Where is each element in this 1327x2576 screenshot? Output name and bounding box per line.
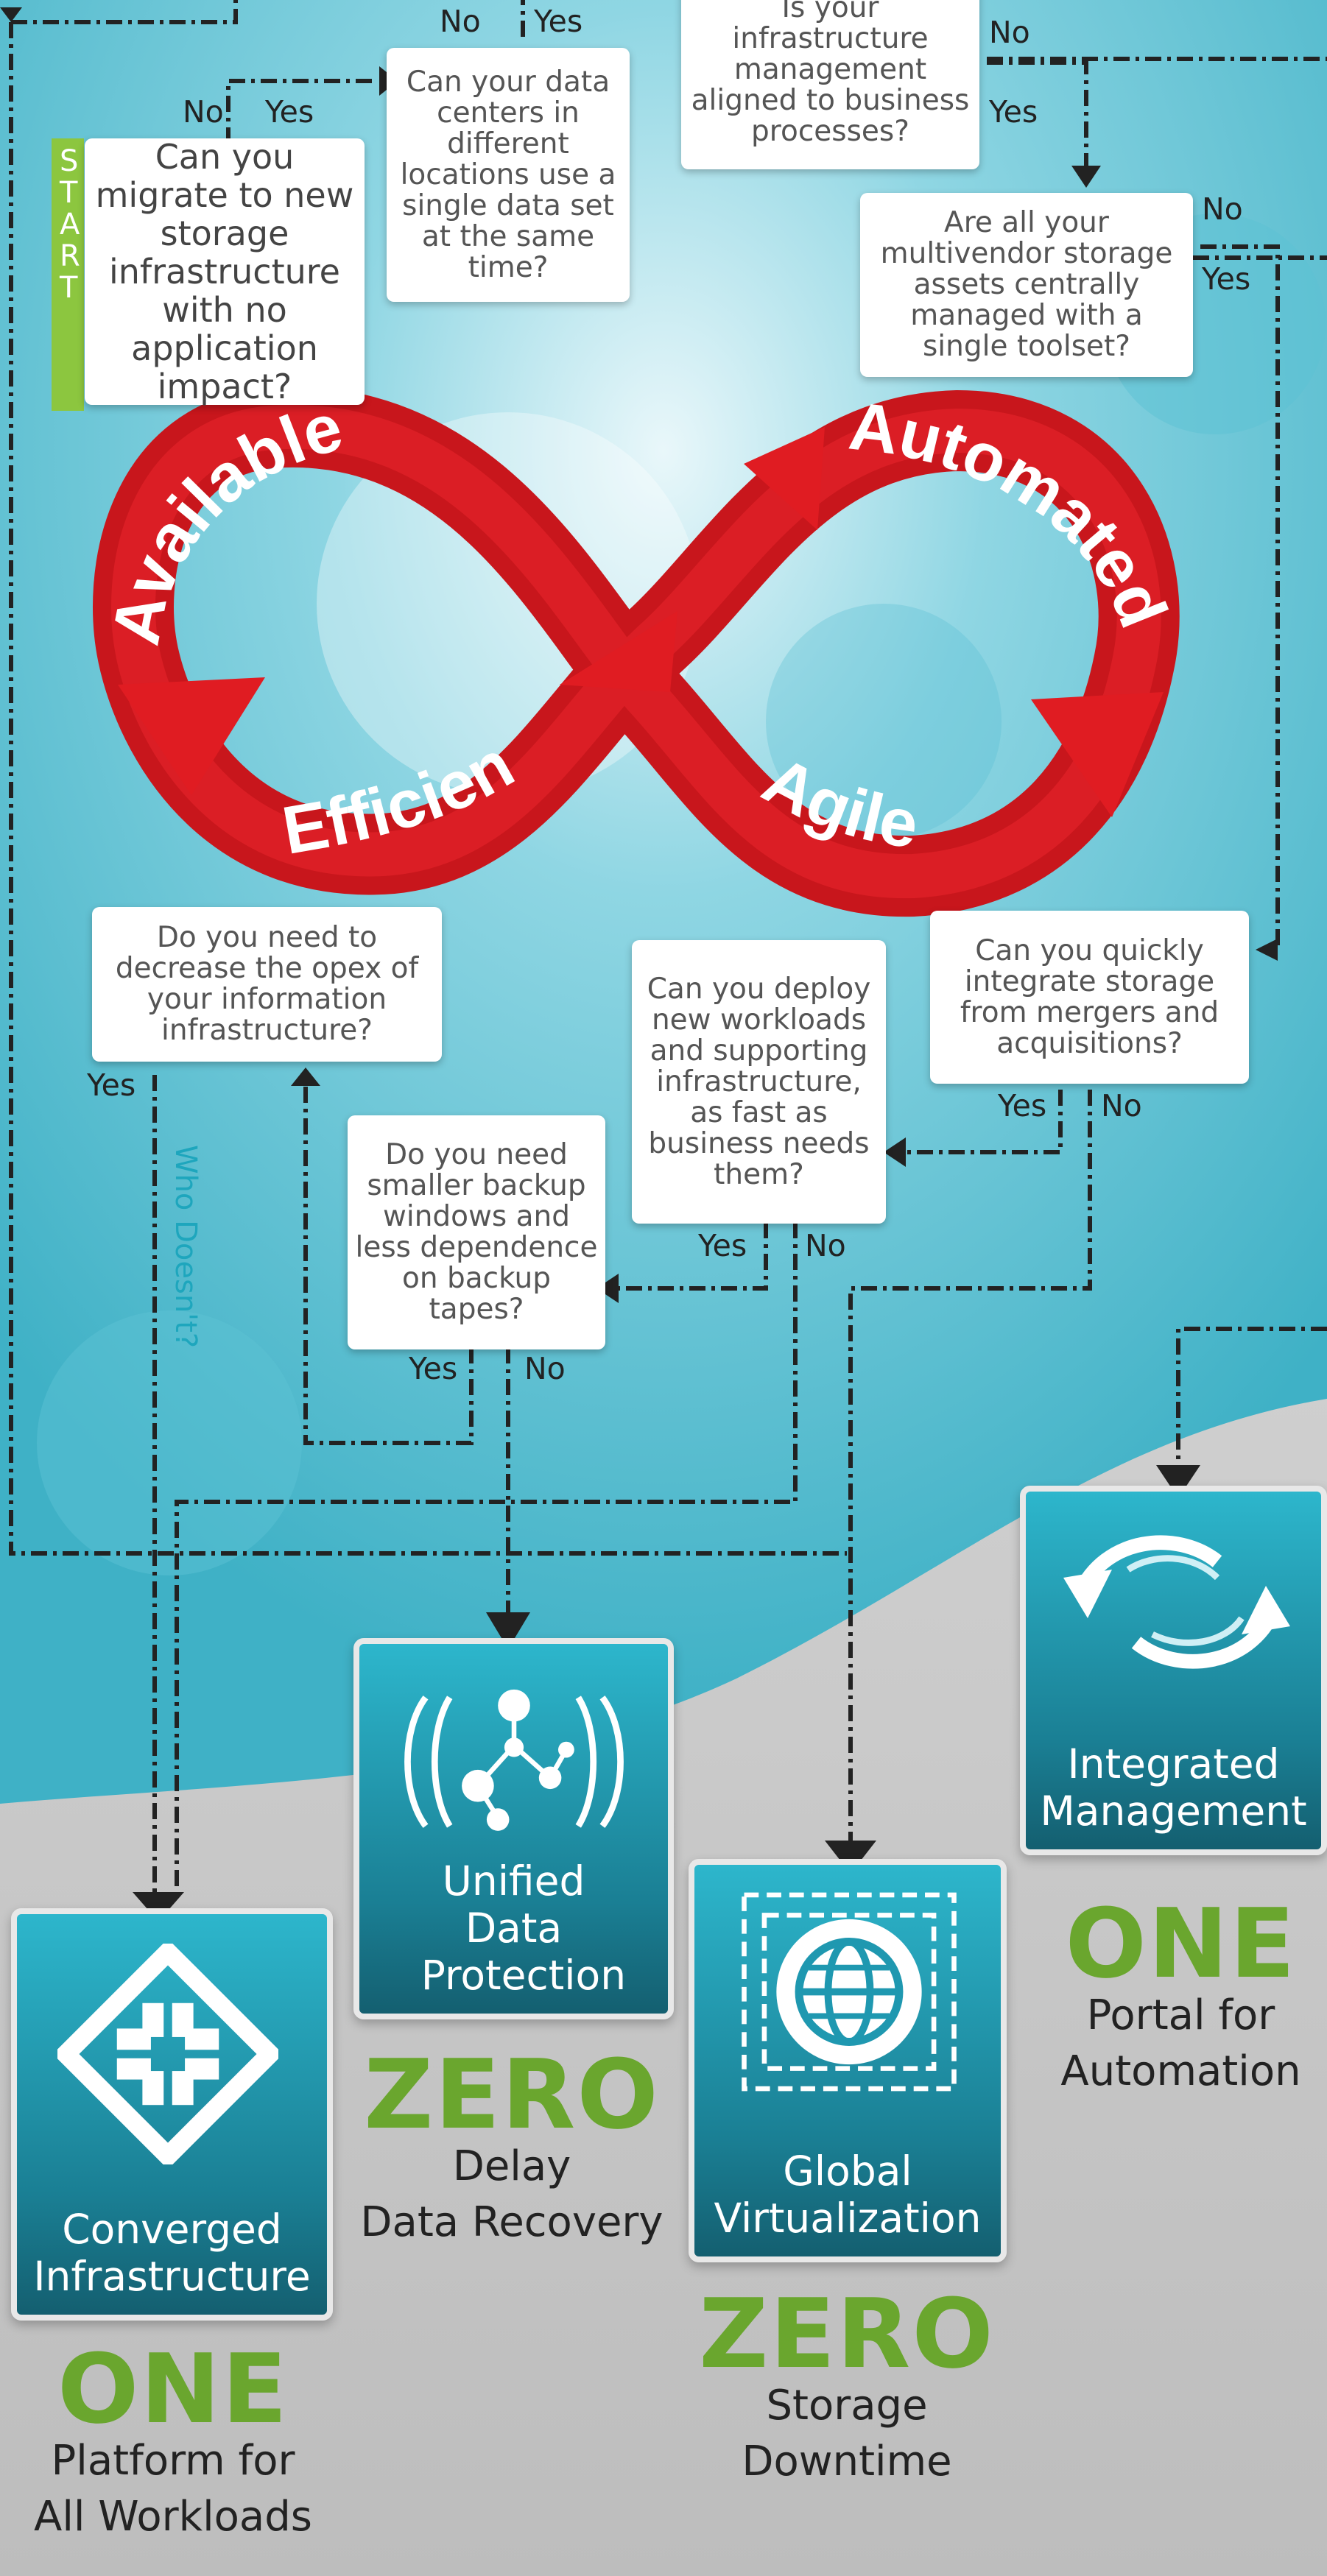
- question-deploy: Can you deploy new workloads and support…: [632, 940, 886, 1224]
- answer-no: No: [440, 4, 481, 39]
- question-mergers: Can you quickly integrate storage from m…: [930, 911, 1249, 1084]
- outcome-one-platform-line2: All Workloads: [34, 2493, 312, 2541]
- answer-yes: Yes: [998, 1088, 1047, 1123]
- card-converged-infrastructure: Converged Infrastructure: [11, 1908, 333, 2321]
- answer-yes: Yes: [534, 4, 583, 39]
- answer-yes: Yes: [265, 94, 314, 130]
- answer-yes: Yes: [1202, 261, 1251, 297]
- outcome-zero-delay-line1: Delay: [452, 2142, 571, 2190]
- answer-no: No: [524, 1351, 566, 1386]
- answer-no: No: [805, 1228, 846, 1263]
- question-opex: Do you need to decrease the opex of your…: [92, 907, 442, 1062]
- outcome-one-platform-line1: Platform for: [51, 2437, 295, 2485]
- card-label: Integrated Management: [1040, 1740, 1307, 1835]
- card-label: Global Virtualization: [714, 2148, 982, 2242]
- answer-yes: Yes: [698, 1228, 747, 1263]
- outcome-zero-storage-line2: Downtime: [742, 2438, 952, 2485]
- card-label: Unified Data Protection: [420, 1857, 627, 1999]
- card-integrated-management: Integrated Management: [1020, 1486, 1327, 1855]
- network-nodes-icon: [404, 1689, 624, 1831]
- question-migrate: Can you migrate to new storage infrastru…: [85, 138, 365, 406]
- card-global-virtualization: Global Virtualization: [689, 1859, 1007, 2262]
- card-label: Converged Infrastructure: [33, 2206, 311, 2300]
- outcome-one-platform-big: ONE: [57, 2333, 289, 2445]
- globe-icon: [742, 1892, 957, 2092]
- converge-arrows-icon: [57, 1944, 278, 2164]
- answer-no: No: [989, 15, 1030, 50]
- outcome-zero-storage-big: ZERO: [699, 2278, 995, 2390]
- answer-yes: Yes: [989, 94, 1038, 130]
- question-infra-mgmt: Is your infrastructure management aligne…: [681, 0, 979, 169]
- sync-arrows-icon: [1063, 1535, 1290, 1669]
- outcome-one-portal-big: ONE: [1065, 1888, 1297, 2000]
- loop-band: [93, 386, 1180, 917]
- card-unified-data-protection: Unified Data Protection: [353, 1638, 674, 2019]
- outcome-zero-delay-line2: Data Recovery: [360, 2198, 664, 2246]
- outcome-zero-storage-line1: Storage: [766, 2382, 928, 2429]
- who-doesnt-label: Who Doesn't?: [169, 1145, 203, 1349]
- outcome-zero-delay-big: ZERO: [364, 2039, 660, 2150]
- answer-no: No: [183, 94, 224, 130]
- question-backup: Do you need smaller backup windows and l…: [348, 1115, 605, 1349]
- answer-yes: Yes: [409, 1351, 458, 1386]
- start-label: START: [52, 138, 84, 411]
- answer-no: No: [1202, 191, 1243, 227]
- outcome-one-portal-line2: Automation: [1060, 2047, 1301, 2095]
- question-datacenters: Can your data centers in different locat…: [387, 48, 630, 302]
- answer-no: No: [1101, 1088, 1142, 1123]
- question-multivendor: Are all your multivendor storage assets …: [860, 193, 1193, 377]
- outcome-one-portal-line1: Portal for: [1086, 1991, 1275, 2039]
- answer-yes: Yes: [87, 1068, 136, 1103]
